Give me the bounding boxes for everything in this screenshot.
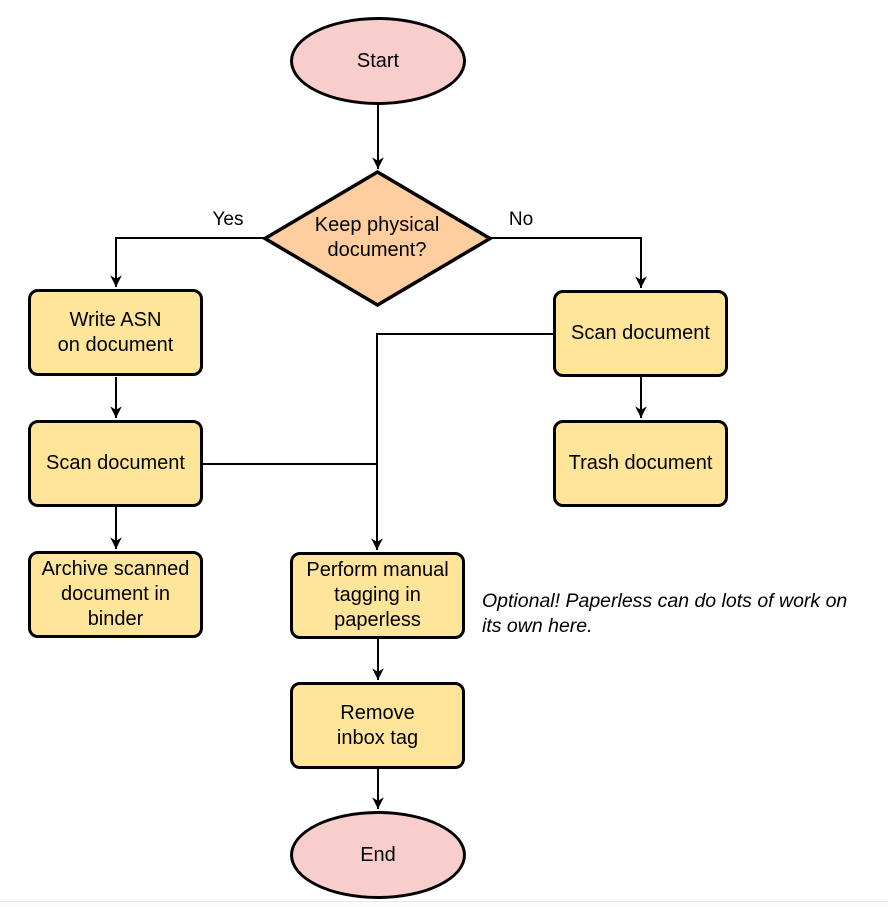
edge-label-no: No bbox=[508, 209, 534, 230]
node-scan-document-right: Scan document bbox=[553, 290, 728, 377]
decision-diamond-shape bbox=[261, 169, 494, 308]
connector-decision-yes-to-write-asn bbox=[110, 237, 265, 287]
node-scan-left-label: Scan document bbox=[46, 452, 185, 474]
node-trash-document: Trash document bbox=[553, 420, 728, 507]
node-tagging-label: Perform manual tagging in paperless bbox=[306, 559, 449, 631]
annotation-optional-note: Optional! Paperless can do lots of work … bbox=[482, 590, 848, 637]
node-decision-keep-physical: Keep physical document? bbox=[284, 205, 470, 271]
node-trash-label: Trash document bbox=[568, 452, 713, 474]
connector-decision-no-to-scan-right bbox=[490, 237, 647, 288]
node-end: End bbox=[290, 811, 466, 899]
node-end-label: End bbox=[360, 843, 396, 866]
node-perform-manual-tagging: Perform manual tagging in paperless bbox=[290, 552, 465, 639]
node-write-asn-label: Write ASN on document bbox=[57, 308, 174, 356]
node-start: Start bbox=[290, 17, 466, 105]
node-start-label: Start bbox=[356, 49, 400, 72]
edge-label-yes: Yes bbox=[212, 209, 244, 230]
node-remove-inbox-tag: Remove inbox tag bbox=[290, 682, 465, 769]
node-decision-label: Keep physical document? bbox=[314, 214, 440, 261]
node-archive-scanned-document: Archive scanned document in binder bbox=[28, 551, 203, 638]
node-scan-right-label: Scan document bbox=[571, 322, 710, 344]
connector-scan-right-to-tagging bbox=[371, 333, 553, 550]
node-remove-label: Remove inbox tag bbox=[336, 701, 419, 749]
page-bottom-edge bbox=[0, 901, 888, 907]
node-scan-document-left: Scan document bbox=[28, 420, 203, 507]
node-archive-label: Archive scanned document in binder bbox=[41, 558, 190, 630]
node-write-asn-on-document: Write ASN on document bbox=[28, 289, 203, 376]
